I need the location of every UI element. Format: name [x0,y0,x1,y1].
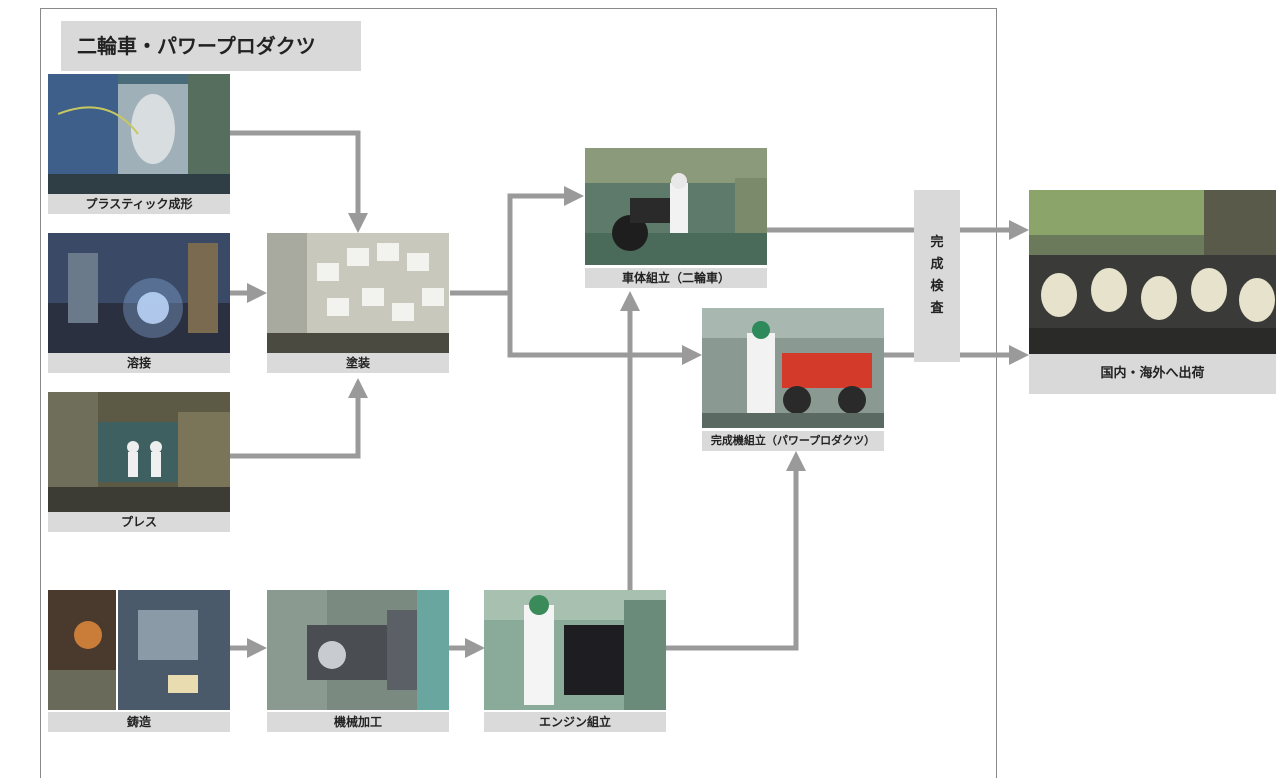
finished-assembly-label: 完成機組立（パワープロダクツ） [702,431,884,451]
shipping-label: 国内・海外へ出荷 [1029,354,1276,394]
plastic-molding-label: プラスティック成形 [48,194,230,214]
node-press: プレス [48,392,230,532]
plastic-molding-photo [48,74,230,194]
diagram-frame: 二輪車・パワープロダクツ [40,8,997,778]
node-finished-assembly: 完成機組立（パワープロダクツ） [702,308,884,451]
node-plastic-molding: プラスティック成形 [48,74,230,214]
node-engine-assembly: エンジン組立 [484,590,666,732]
inspection-char-1: 完 [930,235,944,250]
node-shipping: 国内・海外へ出荷 [1029,190,1276,394]
diagram-title: 二輪車・パワープロダクツ [61,21,361,71]
casting-photo [48,590,230,710]
arrow-painting-to-finished [507,293,702,365]
inspection-char-4: 査 [930,301,944,316]
node-welding: 溶接 [48,233,230,373]
arrow-engine-to-finished [666,451,806,651]
welding-photo [48,233,230,353]
painting-label: 塗装 [267,353,449,373]
arrow-painting-to-body [450,186,584,296]
press-photo [48,392,230,512]
final-inspection-box: 完 成 検 査 [914,190,960,362]
node-machining: 機械加工 [267,590,449,732]
shipping-photo [1029,190,1276,354]
machining-label: 機械加工 [267,712,449,732]
inspection-char-2: 成 [930,257,944,272]
welding-label: 溶接 [48,353,230,373]
node-casting: 鋳造 [48,590,230,732]
arrow-press-to-painting [230,378,368,459]
node-body-assembly: 車体組立（二輪車） [585,148,767,288]
body-assembly-label: 車体組立（二輪車） [585,268,767,288]
engine-assembly-label: エンジン組立 [484,712,666,732]
arrow-plastic-to-painting [230,130,368,233]
body-assembly-photo [585,148,767,265]
node-painting: 塗装 [267,233,449,373]
machining-photo [267,590,449,710]
inspection-char-3: 検 [930,279,944,294]
finished-assembly-photo [702,308,884,428]
press-label: プレス [48,512,230,532]
casting-label: 鋳造 [48,712,230,732]
painting-photo [267,233,449,353]
engine-assembly-photo [484,590,666,710]
